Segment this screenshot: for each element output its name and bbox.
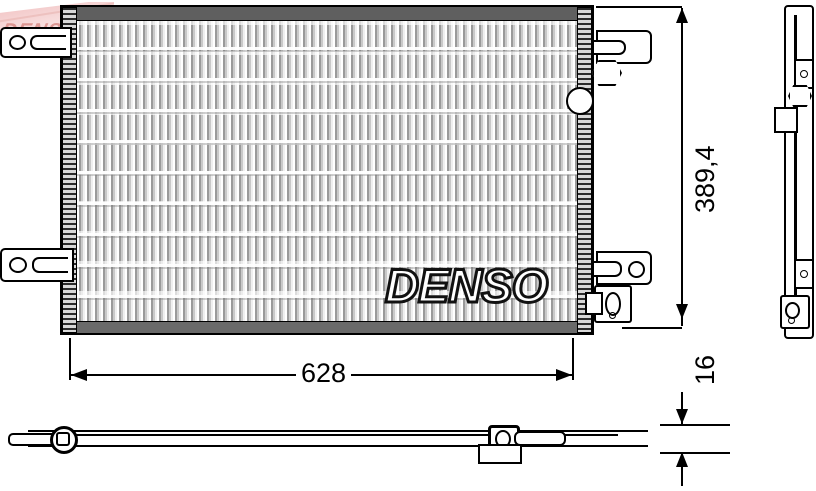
side-bracket-hole [800,70,808,78]
bracket-hole [9,35,26,50]
mounting-bracket-top-left [0,27,72,58]
bracket-slot [30,35,66,50]
fitting-pin [609,312,616,319]
dim-label-depth: 16 [690,349,721,390]
ext-line-depth-top [660,424,730,426]
side-hex-fitting [788,85,812,107]
drier-pin [788,317,795,324]
side-bracket-upper [794,59,814,89]
top-header-tank [62,7,592,21]
dim-arrow-width-left [71,369,87,381]
ext-line-width-left [69,338,71,380]
refrigerant-port-circle [566,87,594,115]
dim-line-depth-lower [681,452,683,486]
denso-logo: DENSO [383,259,549,312]
ext-line-depth-bottom [660,452,730,454]
side-port-block [774,107,798,133]
condenser-core [77,21,577,321]
side-bracket-lower [794,259,814,289]
right-side-rail [577,7,592,333]
side-bracket-hole [800,270,808,278]
dim-line-depth-upper [681,392,683,424]
fitting-neck [585,292,603,315]
dim-arrow-depth-top [676,409,688,424]
ext-line-width-right [572,338,574,380]
dim-line-height [681,8,683,326]
bottom-right-block [478,444,522,464]
bracket-slot [594,261,622,277]
front-view [60,5,594,335]
bottom-left-fitting-bore [56,432,70,446]
bottom-profile-centerline [28,434,618,436]
refrigerant-port-hex-fitting-upper [592,60,622,86]
bracket-slot [594,40,626,55]
dim-label-width: 628 [296,358,352,389]
dim-arrow-width-right [556,369,572,381]
dim-arrow-height-bottom [676,304,688,319]
mounting-bracket-bottom-right [594,251,652,285]
bottom-view [8,424,648,464]
ext-line-height-top [596,6,682,8]
dim-label-height: 389,4 [690,140,721,218]
dim-arrow-depth-bottom [676,452,688,467]
ext-line-height-bottom [622,327,682,329]
dim-arrow-height-top [676,8,688,23]
side-profile-line [794,15,797,329]
bracket-slot [32,257,68,273]
mounting-bracket-bottom-left [0,248,74,282]
mounting-bracket-top-right [594,30,652,64]
bottom-right-outlet-tube [514,431,566,446]
core-fin-rows [77,21,577,321]
bracket-hole [9,257,27,273]
right-side-view [774,5,814,339]
bottom-header-tank [62,321,592,333]
bracket-hole [628,261,645,278]
side-receiver-drier [780,295,810,329]
